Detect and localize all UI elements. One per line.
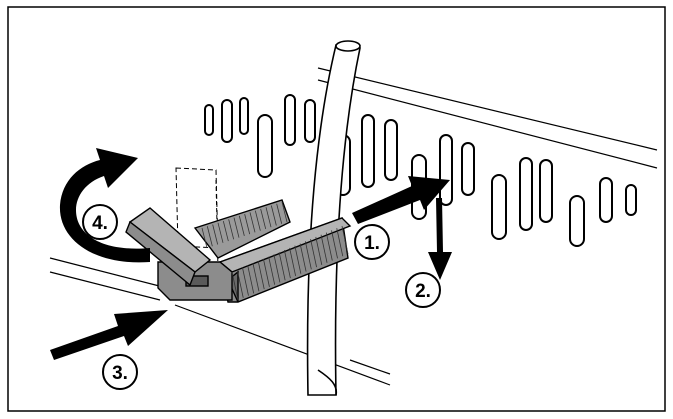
ventilation-slot	[361, 114, 375, 188]
step-1-circle	[354, 224, 390, 260]
clip-rib	[331, 230, 338, 259]
clip-rib	[270, 205, 277, 226]
clip-rib	[212, 224, 219, 245]
clip-rib	[320, 234, 328, 263]
ventilation-slot	[599, 177, 613, 223]
clip-rib	[268, 256, 276, 285]
clip-rib	[289, 247, 297, 276]
step-3-circle	[102, 354, 138, 390]
clip-rib	[242, 267, 249, 296]
clip-rib	[254, 210, 261, 231]
ventilation-slot	[204, 104, 214, 136]
ventilation-slot	[439, 134, 453, 206]
clip-rib	[217, 222, 224, 243]
cable	[306, 40, 361, 396]
clip-ghost-outline	[175, 167, 219, 249]
clip-rib	[310, 239, 317, 268]
clip-rib	[299, 243, 307, 272]
clip-rib	[222, 220, 229, 242]
clip-rib	[231, 271, 239, 301]
clip-rib	[281, 201, 288, 223]
arrow-down-icon	[428, 198, 452, 280]
clip-rib	[252, 263, 260, 292]
step-3-arrow	[50, 310, 168, 360]
clip-rib	[228, 219, 235, 240]
ventilation-slots	[204, 94, 637, 247]
ventilation-slot	[519, 157, 533, 231]
step-4-arrow	[59, 148, 150, 263]
clip-rib	[273, 254, 281, 283]
arrow-right-icon	[352, 176, 450, 224]
clip-rib	[263, 258, 270, 287]
step-2-label: 2.	[405, 272, 441, 308]
clip-rib	[257, 260, 265, 290]
clip-rib	[325, 232, 333, 261]
ventilation-slot	[221, 99, 233, 143]
ventilation-slot	[625, 184, 637, 216]
step-3-label: 3.	[102, 354, 138, 390]
arrow-right-icon	[50, 310, 168, 360]
cable-clip	[125, 199, 352, 303]
clip-rib	[201, 227, 208, 249]
step-4-circle	[82, 204, 118, 240]
step-1-text: 1.	[364, 233, 380, 254]
step-3-text: 3.	[112, 363, 128, 384]
ventilation-slot	[257, 114, 273, 178]
step-4-text: 4.	[92, 213, 108, 234]
step-2-text: 2.	[415, 281, 431, 302]
clip-rib	[304, 241, 312, 270]
clip-rib	[249, 212, 256, 233]
step-2-circle	[405, 272, 441, 308]
ventilation-slot	[304, 99, 316, 143]
clip-rib	[283, 250, 291, 279]
ventilation-slot	[569, 195, 585, 247]
step-1-label: 1.	[354, 224, 390, 260]
clip-rib	[336, 228, 344, 257]
ventilation-slot	[491, 174, 507, 240]
clip-rib	[294, 245, 302, 274]
ventilation-slot	[461, 142, 475, 196]
ventilation-slot	[384, 119, 398, 181]
clip-rib	[233, 217, 240, 238]
clip-ribs	[201, 201, 349, 301]
clip-rib	[341, 225, 349, 255]
ventilation-slot	[239, 97, 249, 135]
ventilation-slot	[284, 94, 296, 146]
clip-rib	[276, 203, 283, 224]
clip-rib	[244, 214, 251, 235]
clip-rib	[238, 215, 245, 236]
clip-rib	[315, 236, 323, 266]
frame-border	[7, 6, 666, 412]
step-4-label: 4.	[82, 204, 118, 240]
clip-rib	[236, 269, 244, 298]
clip-rib	[247, 265, 255, 294]
rotate-arrow-icon	[59, 148, 150, 263]
ventilation-slot	[539, 159, 553, 223]
clip-rib	[265, 207, 272, 228]
panel-edges	[49, 67, 658, 386]
step-1-arrow	[352, 176, 450, 224]
clip-rib	[260, 208, 267, 230]
clip-rib	[278, 252, 286, 281]
clip-rib	[206, 226, 213, 247]
step-2-arrow	[428, 198, 452, 280]
